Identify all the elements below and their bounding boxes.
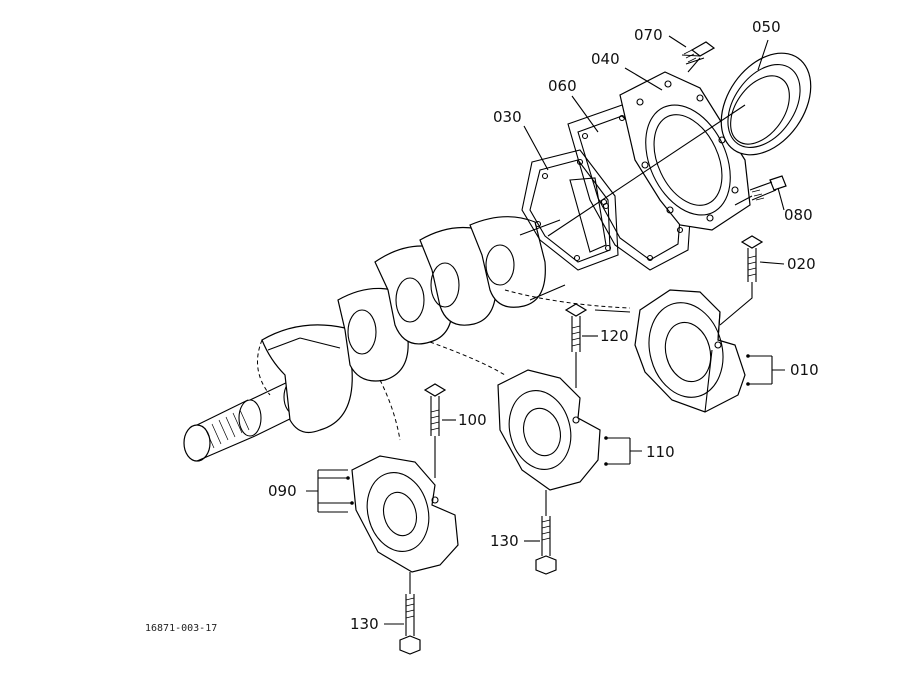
callout-050: 050	[752, 18, 781, 36]
callout-090: 090	[268, 482, 297, 500]
part-130-bolt-upper	[535, 516, 557, 575]
callout-080: 080	[784, 206, 813, 224]
part-050-oil-seal	[720, 52, 812, 156]
callout-070: 070	[634, 26, 663, 44]
callout-110: 110	[646, 443, 675, 461]
leader-lines	[306, 35, 785, 625]
part-080-bolt	[749, 175, 787, 201]
callout-120: 120	[600, 327, 629, 345]
part-110-bearing-case	[497, 369, 601, 491]
callout-040: 040	[591, 50, 620, 68]
callout-130-lower: 130	[350, 615, 379, 633]
part-090-bearing-case	[351, 455, 459, 573]
part-040-seal-case	[619, 71, 751, 231]
callout-030: 030	[493, 108, 522, 126]
callout-010: 010	[790, 361, 819, 379]
callout-060: 060	[548, 77, 577, 95]
callout-130-upper: 130	[490, 532, 519, 550]
part-100-bolt	[423, 383, 447, 436]
part-070-bolt	[681, 41, 716, 65]
crankshaft	[183, 216, 631, 462]
part-010-bearing-case	[634, 289, 746, 413]
part-120-bolt	[564, 303, 588, 352]
assembly-lines	[409, 57, 753, 594]
part-130-bolt-lower	[399, 594, 421, 655]
drawing-code: 16871-003-17	[145, 623, 218, 634]
callout-020: 020	[787, 255, 816, 273]
part-020-bolt	[740, 235, 764, 282]
callout-100: 100	[458, 411, 487, 429]
